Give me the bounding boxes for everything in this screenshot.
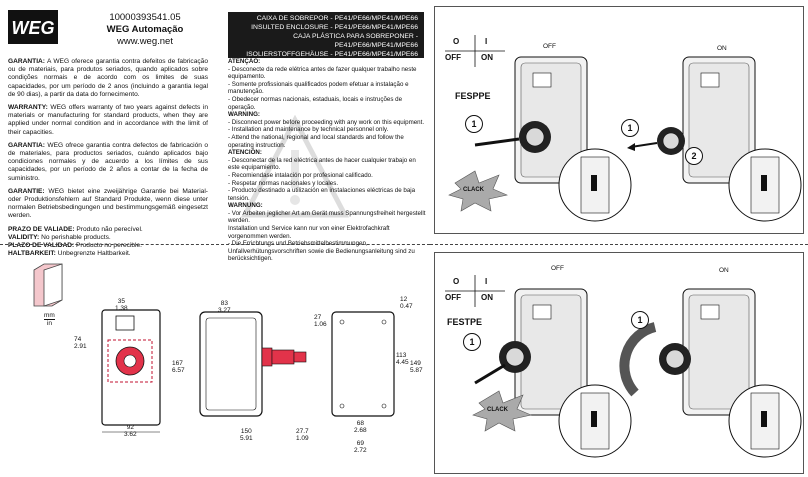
panel-divider (430, 244, 808, 245)
front-view-drawing (92, 300, 172, 445)
caption-off: OFF (551, 265, 564, 272)
caption-on: ON (717, 45, 727, 52)
step-1-marker: 1 (463, 333, 481, 351)
title-pt: CAIXA DE SOBREPOR - PE41/PE66/MPE41/MPE6… (256, 15, 418, 22)
clack-label: CLACK (463, 187, 484, 193)
guarantee-section: GARANTIA: A WEG oferece garantia contra … (8, 58, 208, 258)
document-code: 10000393541.05 (109, 12, 181, 23)
state-off: OFF (445, 293, 461, 302)
warning-es: ATENCIÓN: - Desconectar de la red eléctr… (228, 149, 416, 202)
state-o: O (453, 37, 460, 46)
title-es: CAJA PLÁSTICA PARA SOBREPONER - PE41/PE6… (293, 33, 418, 49)
guarantee-pt: GARANTIA: A WEG oferece garantia contra … (8, 58, 209, 98)
warning-triangle-icon (240, 114, 350, 230)
rear-view-drawing (328, 308, 398, 425)
step-1b-marker: 1 (631, 311, 649, 329)
validity-pt: PRAZO DE VALIADE: Produto não perecível. (8, 225, 143, 233)
title-en: INSULTED ENCLOSURE - PE41/PE66/MPE41/MPE… (251, 24, 418, 31)
side-view-drawing (192, 308, 312, 425)
unit-labels: mm in (44, 312, 55, 327)
validity-de: HALTBARKEIT: Unbegrenzte Haltbarkeit. (8, 250, 131, 258)
model-label: FESTPE (447, 317, 483, 327)
product-title-box: CAIXA DE SOBREPOR - PE41/PE66/MPE41/MPE6… (228, 12, 424, 58)
state-on: ON (481, 53, 493, 62)
warning-de: WARNUNG: - Vor Arbeiten jeglicher Art am… (228, 202, 426, 263)
weg-logo: WEG (8, 10, 58, 44)
caption-off: OFF (543, 43, 556, 50)
step-1b-marker: 1 (621, 119, 639, 137)
validity-en: VALIDITY: No perishable products. (8, 233, 111, 241)
state-on: ON (481, 293, 493, 302)
company-name: WEG Automação (106, 24, 184, 35)
caption-on: ON (719, 267, 729, 274)
step-1-marker: 1 (465, 115, 483, 133)
validity-es: PLAZO DE VALIDAD: Producto no perecible. (8, 242, 143, 250)
step-2-marker: 2 (685, 147, 703, 165)
validity-list: PRAZO DE VALIADE: Produto não perecível.… (8, 226, 208, 259)
state-o: O (453, 277, 460, 286)
guarantee-de: GARANTIE: WEG bietet eine zweijährige Ga… (8, 187, 208, 220)
state-off: OFF (445, 53, 461, 62)
unit-legend (26, 262, 76, 312)
guarantee-es: GARANTIA: WEG ofrece garantia contra def… (8, 141, 208, 182)
clack-label: CLACK (487, 407, 508, 413)
unit-in: in (46, 320, 52, 327)
document-header: 10000393541.05 WEG Automação www.weg.net (70, 12, 220, 48)
operation-panel-festpe: O I OFF ON OFF ON FESTPE CLACK 1 1 (434, 252, 804, 474)
operation-panel-fesppe: O I OFF ON OFF ON FESPPE CLACK 1 1 2 (434, 6, 804, 234)
title-de: ISOLIERSTOFFGEHÄUSE - PE41/PE66/MPE41/MP… (246, 51, 418, 58)
warning-en: WARNING: - Disconnect power before proce… (228, 111, 425, 149)
guarantee-en: WARRANTY: WEG offers warranty of two yea… (8, 104, 208, 136)
state-i: I (485, 277, 488, 286)
unit-mm: mm (44, 312, 55, 320)
section-divider (0, 244, 430, 245)
warning-pt: ATENÇÃO: - Desconecte da rede elétrica a… (228, 58, 417, 111)
warning-section: ATENÇÃO: - Desconecte da rede elétrica a… (228, 58, 428, 263)
logo-text: WEG (12, 18, 55, 38)
website: www.weg.net (117, 36, 173, 47)
state-i: I (485, 37, 488, 46)
model-label: FESPPE (455, 91, 491, 101)
